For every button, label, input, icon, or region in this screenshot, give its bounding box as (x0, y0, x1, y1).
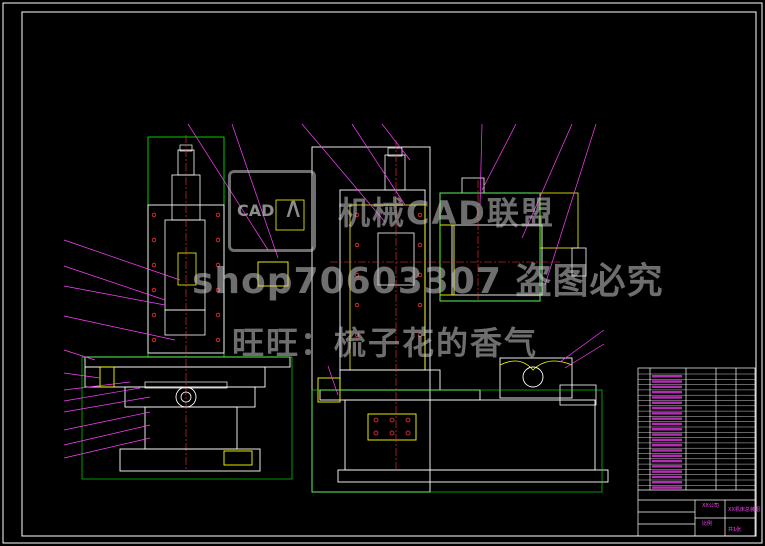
parts-list-entry-mark (652, 475, 682, 479)
parts-list-entry-mark (652, 412, 682, 415)
left-detail-block (257, 261, 289, 287)
parts-list-entry-mark (652, 470, 682, 473)
parts-list-entry-mark (652, 406, 682, 410)
parts-list-entry-mark (652, 385, 682, 389)
cad-logo: CAD ∧ (228, 170, 316, 252)
parts-list-entry-mark (652, 428, 682, 431)
watermark-line1: 机械CAD联盟 (338, 194, 555, 232)
right-view-leaders (301, 123, 605, 396)
parts-list-entry-mark (652, 459, 682, 463)
title-block-sheet: 共1张 (728, 527, 742, 533)
title-block-rows (638, 373, 755, 489)
title-block-drawing-name: XX机床总装图 (728, 507, 760, 513)
parts-list-entry-mark (652, 396, 682, 399)
inner-frame (21, 11, 757, 537)
parts-list-entry-mark (652, 401, 682, 404)
parts-list-entry-mark (652, 433, 682, 436)
left-view (81, 135, 293, 480)
left-detail-frame (275, 199, 305, 231)
parts-list-entry-mark (652, 449, 682, 452)
parts-list-entry-mark (652, 380, 682, 383)
title-block-title: XX公司 (702, 503, 719, 509)
right-view (311, 140, 609, 493)
parts-list-entry-mark (652, 465, 682, 468)
parts-list-entry-mark (652, 454, 682, 457)
title-block-scale: 比例 (702, 521, 713, 527)
parts-list-entry-mark (652, 486, 682, 489)
title-block (637, 367, 756, 537)
cad-logo-text: CAD (237, 201, 275, 220)
parts-list-entry-mark (652, 438, 682, 442)
parts-list-entry-mark (652, 390, 682, 394)
parts-list-entry-mark (652, 443, 682, 447)
compass-icon: ∧ (283, 191, 304, 224)
watermark-line3: 旺旺：梳子花的香气 (232, 324, 539, 362)
parts-list-entry-mark (652, 375, 682, 378)
parts-list-entry-mark (652, 422, 682, 426)
watermark-line2: shop70603307 盗图必究 (192, 261, 664, 302)
parts-list-entry-mark (652, 417, 682, 420)
parts-list-entry-mark (652, 481, 682, 484)
